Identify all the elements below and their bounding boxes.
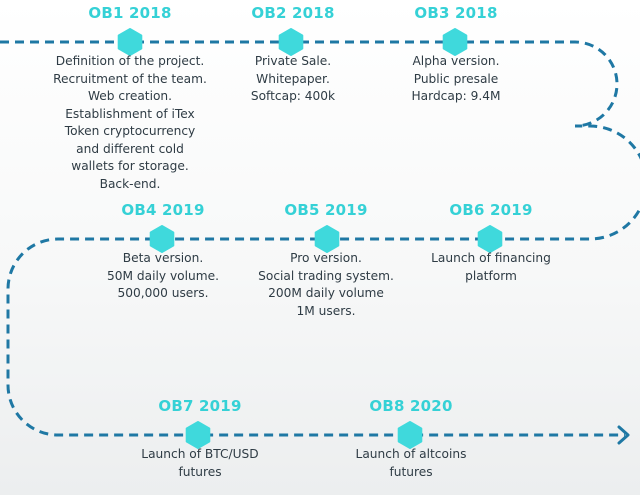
description-line: wallets for storage. (71, 159, 189, 173)
hexagon-icon (397, 421, 423, 449)
milestone-title: OB4 2019 (121, 201, 205, 219)
milestone-ob8: OB8 2020 Launch of altcoins futures (326, 396, 496, 481)
description-line: 50M daily volume. (107, 268, 219, 283)
milestone-ob2: OB2 2018 Private Sale. Whitepaper. Softc… (208, 3, 378, 106)
description-line: Launch of financing (431, 251, 551, 265)
description-line: Recruitment of the team. (53, 71, 207, 86)
milestone-title: OB7 2019 (158, 397, 242, 415)
description-line: Token cryptocurrency (64, 124, 196, 138)
milestone-title: OB5 2019 (284, 201, 368, 219)
description-line: Web creation. (87, 89, 173, 103)
description-line: Whitepaper. (256, 71, 330, 86)
milestone-ob4: OB4 2019 Beta version. 50M daily volume.… (78, 200, 248, 303)
hexagon-icon (314, 225, 340, 253)
milestone-title: OB6 2019 (449, 201, 533, 219)
hexagon-icon (149, 225, 175, 253)
milestone-ob6: OB6 2019 Launch of financing platform (406, 200, 576, 285)
description-line: Pro version. (290, 251, 362, 265)
description-line: Launch of altcoins (355, 447, 467, 461)
milestone-description: Pro version. Social trading system. 200M… (241, 250, 411, 320)
milestone-description: Beta version. 50M daily volume. 500,000 … (78, 250, 248, 303)
hexagon-icon (185, 421, 211, 449)
description-line: 200M daily volume (268, 286, 384, 300)
milestone-ob3: OB3 2018 Alpha version. Public presale H… (371, 3, 541, 106)
hexagon-icon (117, 28, 143, 56)
description-line: 500,000 users. (117, 286, 209, 300)
description-line: 1M users. (296, 303, 356, 318)
description-line: Definition of the project. (55, 54, 205, 68)
description-line: futures (178, 464, 222, 479)
description-line: Softcap: 400k (250, 89, 336, 103)
hexagon-icon (278, 28, 304, 56)
chevron-right-icon (617, 425, 630, 445)
milestone-description: Launch of BTC/USD futures (115, 446, 285, 481)
description-line: Hardcap: 9.4M (411, 89, 501, 103)
milestone-title: OB2 2018 (251, 4, 335, 22)
description-line: Social trading system. (258, 268, 394, 283)
milestone-ob7: OB7 2019 Launch of BTC/USD futures (115, 396, 285, 481)
milestone-description: Launch of altcoins futures (326, 446, 496, 481)
description-line: Private Sale. (254, 54, 332, 68)
dashed-timeline-line (0, 40, 640, 437)
milestone-title: OB1 2018 (88, 4, 172, 22)
description-line: Launch of BTC/USD (141, 447, 259, 461)
description-line: Beta version. (122, 251, 204, 265)
description-line: Establishment of iTex (65, 106, 195, 121)
description-line: Back-end. (99, 176, 161, 191)
hexagon-icon (477, 225, 503, 253)
milestone-description: Private Sale. Whitepaper. Softcap: 400k (208, 53, 378, 106)
milestone-description: Alpha version. Public presale Hardcap: 9… (371, 53, 541, 106)
description-line: Public presale (413, 71, 499, 86)
milestone-title: OB3 2018 (414, 4, 498, 22)
hexagon-icon (442, 28, 468, 56)
milestone-description: Launch of financing platform (406, 250, 576, 285)
description-line: platform (465, 268, 517, 283)
description-line: futures (389, 464, 433, 479)
milestone-ob5: OB5 2019 Pro version. Social trading sys… (241, 200, 411, 320)
description-line: and different cold (76, 141, 184, 156)
description-line: Alpha version. (412, 54, 500, 68)
milestone-description: Definition of the project. Recruitment o… (45, 53, 215, 193)
milestone-title: OB8 2020 (369, 397, 453, 415)
milestone-ob1: OB1 2018 Definition of the project. Recr… (45, 3, 215, 193)
